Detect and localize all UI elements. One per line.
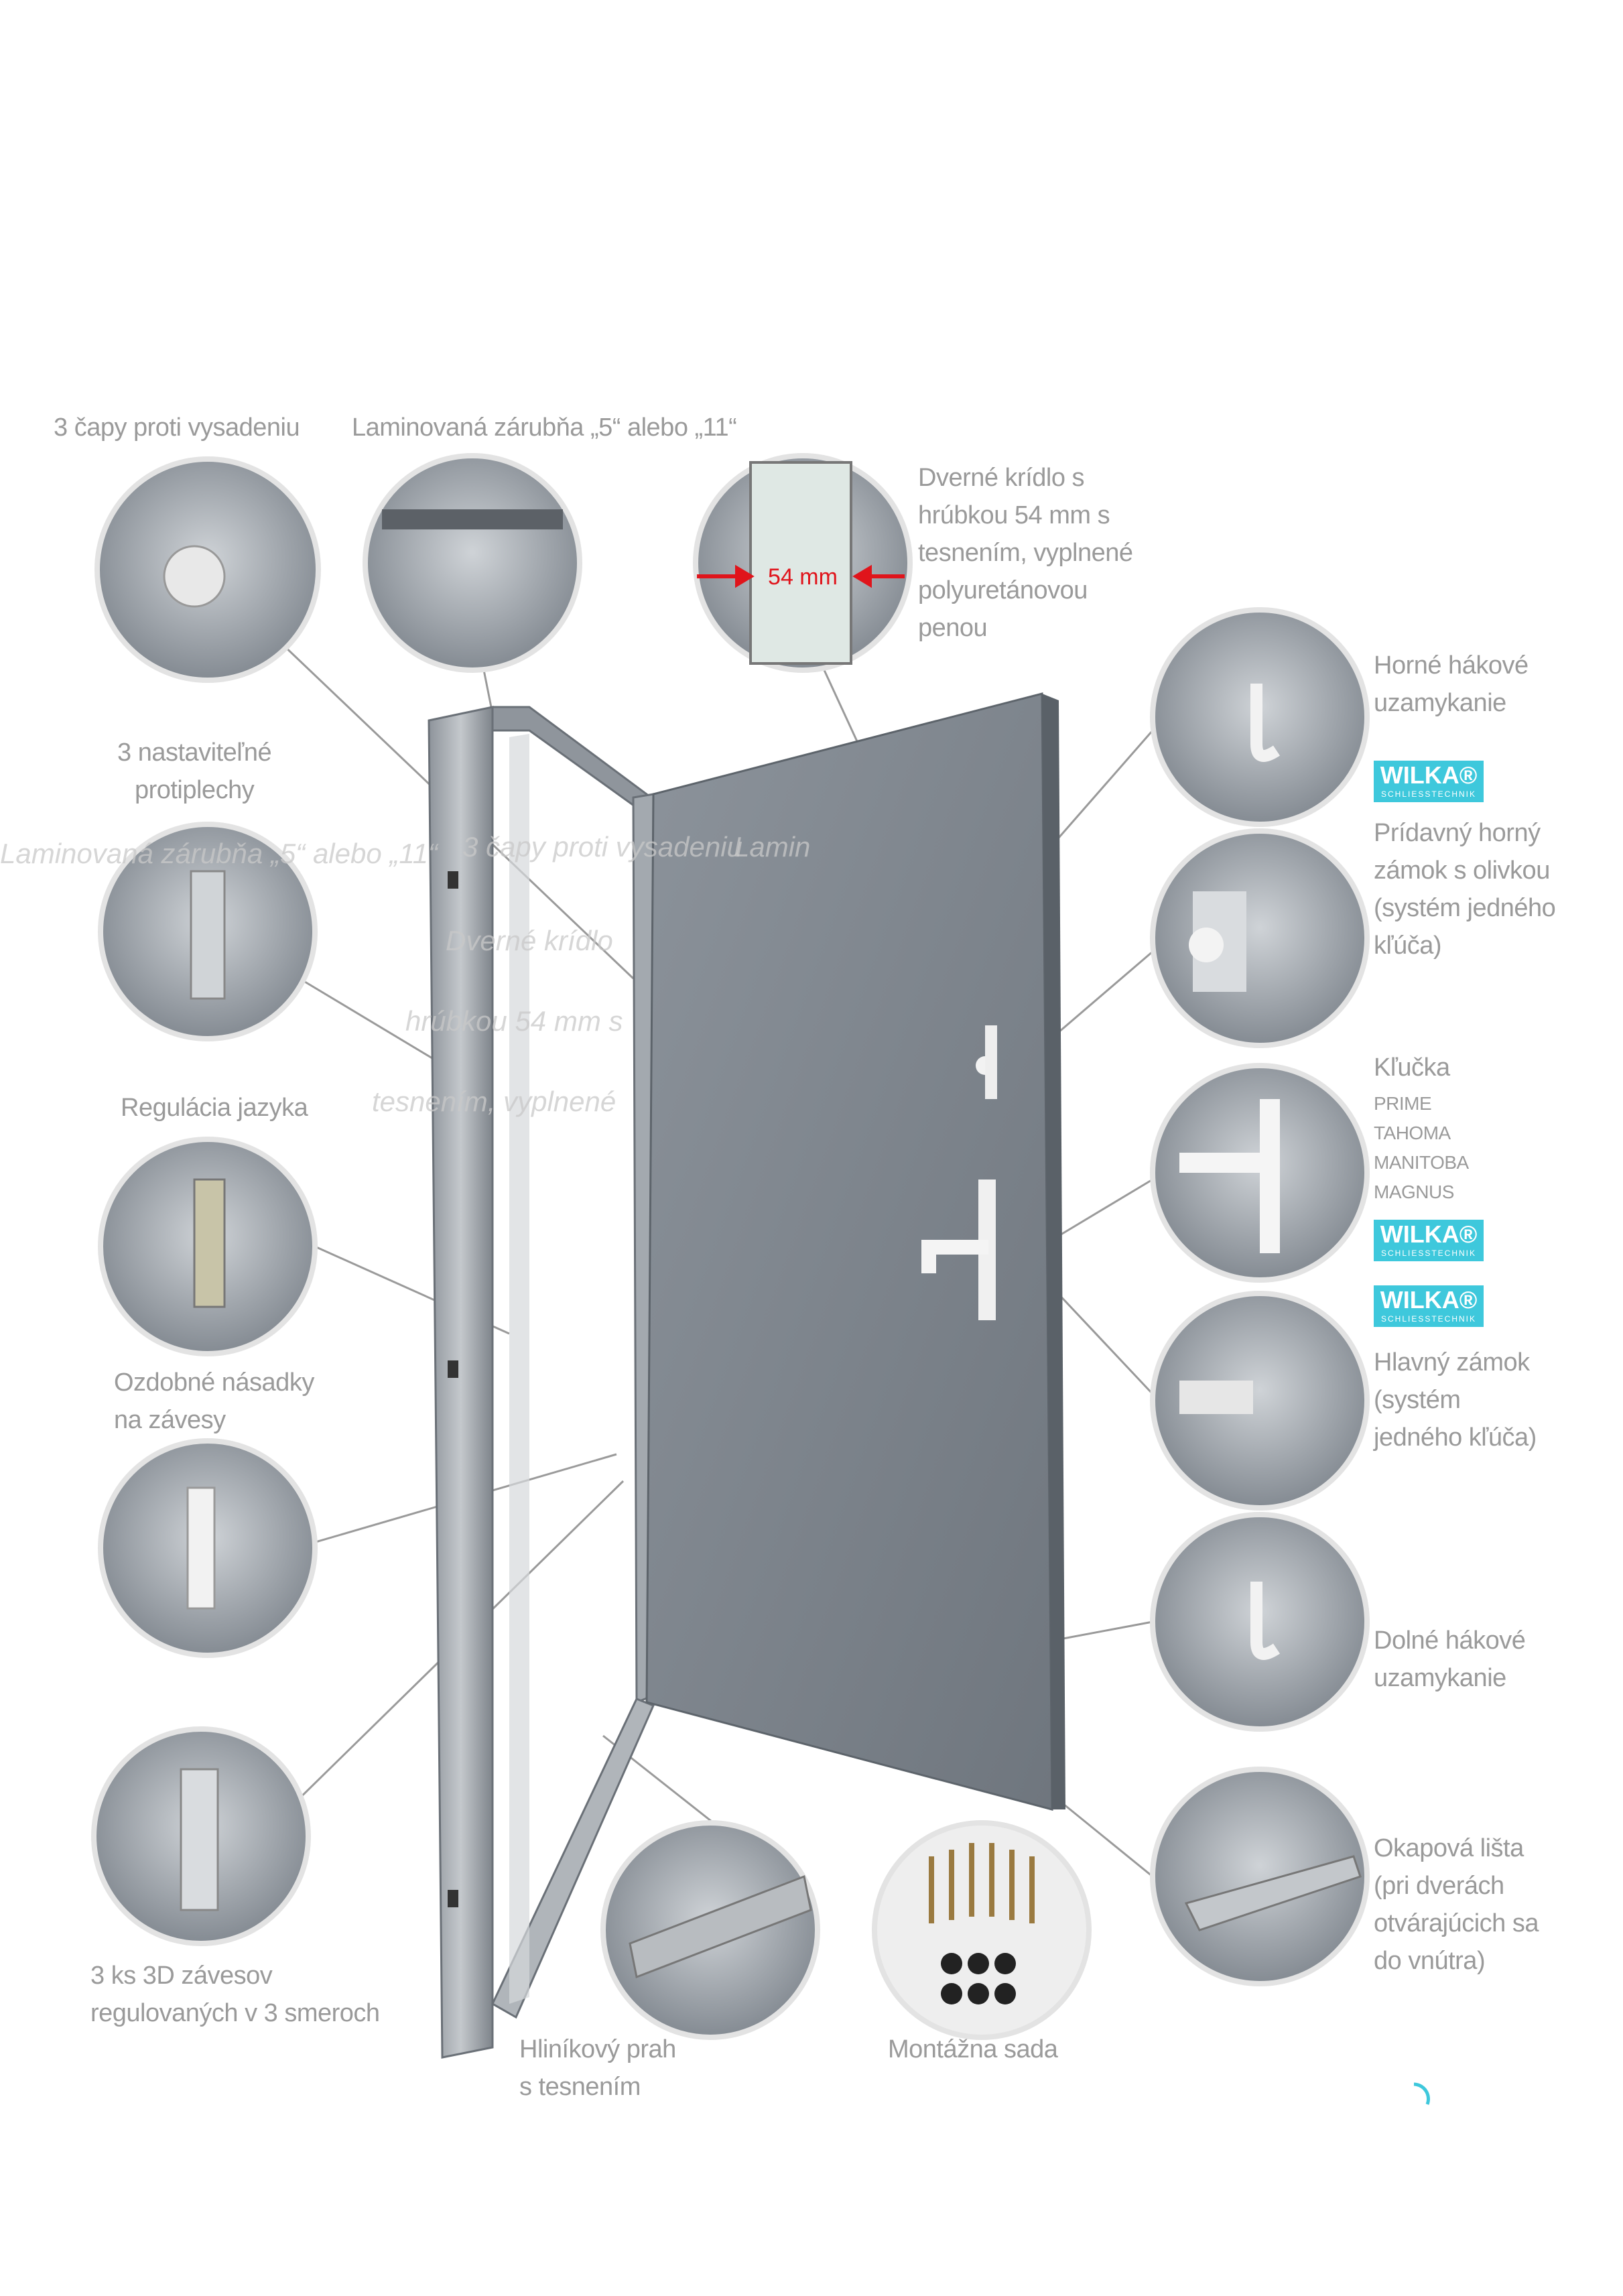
drip-rail-detail — [1184, 1855, 1362, 1931]
loading-arc-icon — [1413, 2082, 1430, 2105]
bottom-hook-detail — [1250, 1582, 1280, 1660]
frame-profile-detail — [382, 509, 563, 529]
ghost-text: Lamin — [734, 831, 811, 863]
handle-plate-detail — [1260, 1099, 1280, 1253]
callout-line — [1058, 950, 1153, 1033]
label-klucka: Kľučka — [1374, 1054, 1450, 1082]
label-montaz: Montážna sada — [888, 2035, 1058, 2063]
frame-inner-left — [509, 734, 529, 2004]
hinge-pin-detail — [163, 545, 226, 608]
brand-logo-3: WILKA®SCHLIESSTECHNIK — [1374, 1285, 1484, 1327]
frame-hole — [448, 1360, 458, 1378]
dimension-label: 54 mm — [768, 564, 838, 590]
frame-hole — [448, 1890, 458, 1907]
brand-logo-1: WILKA®SCHLIESSTECHNIK — [1374, 761, 1484, 802]
door-handle-lever — [921, 1240, 988, 1255]
regulation-detail — [193, 1178, 226, 1308]
detail-photo-circle — [1150, 828, 1370, 1048]
strike-plate-detail — [190, 870, 226, 1000]
detail-photo-circle — [1150, 1291, 1370, 1511]
door-section-detail — [749, 461, 852, 665]
dimension-arrows — [697, 564, 905, 588]
callout-line — [1051, 1178, 1153, 1241]
main-lock-detail — [1179, 1381, 1253, 1414]
ghost-text: 3 čapy proti vysadeniu — [462, 831, 742, 863]
mounting-kit-detail — [929, 1843, 1035, 1923]
door-knob-plate — [985, 1025, 997, 1099]
mounting-kit-caps — [941, 1953, 1016, 2004]
threshold-detail — [629, 1874, 812, 1979]
hinge-3d-detail — [180, 1768, 219, 1911]
ghost-text: tesnením, vyplnené — [372, 1086, 616, 1117]
ghost-text: hrúbkou 54 mm s — [405, 1005, 623, 1037]
door-edge — [1042, 694, 1065, 1809]
ghost-text: Dverné krídlo — [446, 925, 613, 956]
door-illustration — [428, 692, 1065, 2059]
brand-logo-2: WILKA®SCHLIESSTECHNIK — [1374, 1220, 1484, 1261]
detail-photo-circle — [1150, 1767, 1370, 1986]
label-zarubna: Laminovaná zárubňa „5“ alebo „11“ — [352, 413, 737, 442]
label-cepy: 3 čapy proti vysadeniu — [54, 413, 300, 442]
detail-photo-circle — [872, 1820, 1092, 2040]
door-handle-neck — [921, 1240, 936, 1273]
callout-line — [1057, 730, 1154, 838]
frame-left-post — [428, 706, 494, 2059]
label-regulacia: Regulácia jazyka — [121, 1094, 308, 1122]
ghost-text: Laminovaná zárubňa „5“ alebo „11“ — [0, 838, 438, 869]
frame-hole — [448, 871, 458, 889]
frame-threshold — [491, 1698, 655, 2019]
detail-circles: 54 mm — [91, 453, 1430, 2105]
hook-lock-detail — [1250, 684, 1280, 762]
additional-lock-knob — [1189, 928, 1224, 962]
hinge-cap-detail — [186, 1486, 216, 1610]
callout-line — [1044, 1279, 1154, 1395]
detail-photo-circle — [363, 453, 582, 673]
